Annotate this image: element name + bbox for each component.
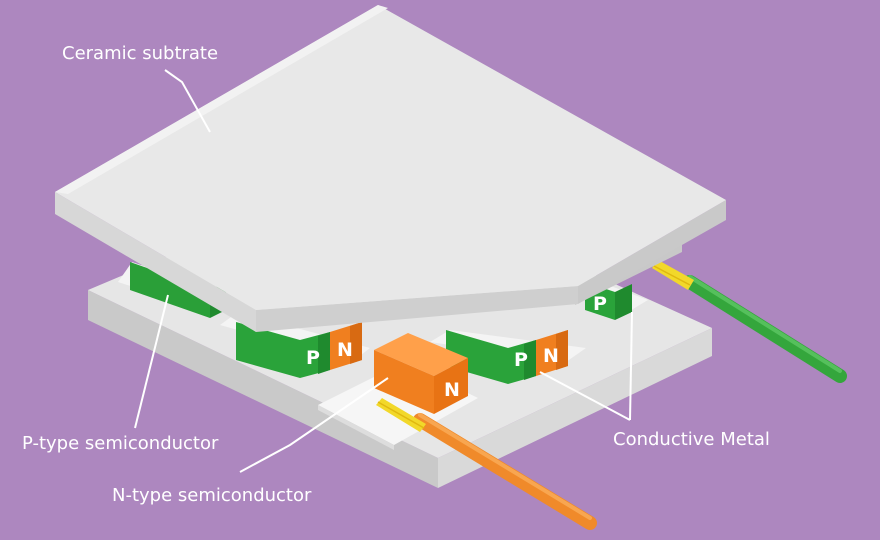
leg-letter-n: N	[337, 339, 353, 361]
leg-letter-n: N	[444, 379, 460, 401]
label-n-type-semiconductor: N-type semiconductor	[112, 485, 312, 506]
top-ceramic-plate	[55, 5, 726, 332]
leader-conductive-1	[539, 371, 631, 421]
leg-letter-p: P	[593, 293, 607, 315]
orange-wire	[376, 398, 597, 530]
leader-lines	[134, 69, 633, 473]
label-ceramic-substrate: Ceramic subtrate	[62, 43, 218, 64]
leader-conductive-2	[629, 311, 633, 421]
leg-letter-p: P	[306, 347, 320, 369]
label-conductive-metal: Conductive Metal	[613, 429, 770, 450]
leader-p-type	[134, 294, 169, 429]
label-p-type-semiconductor: P-type semiconductor	[22, 433, 219, 454]
leader-n-type	[239, 377, 389, 473]
leg-letter-n: N	[543, 345, 559, 367]
leader-ceramic	[164, 69, 211, 133]
n-type-block: N	[374, 333, 468, 414]
leg-letter-p: P	[514, 349, 528, 371]
green-wire	[652, 260, 847, 383]
